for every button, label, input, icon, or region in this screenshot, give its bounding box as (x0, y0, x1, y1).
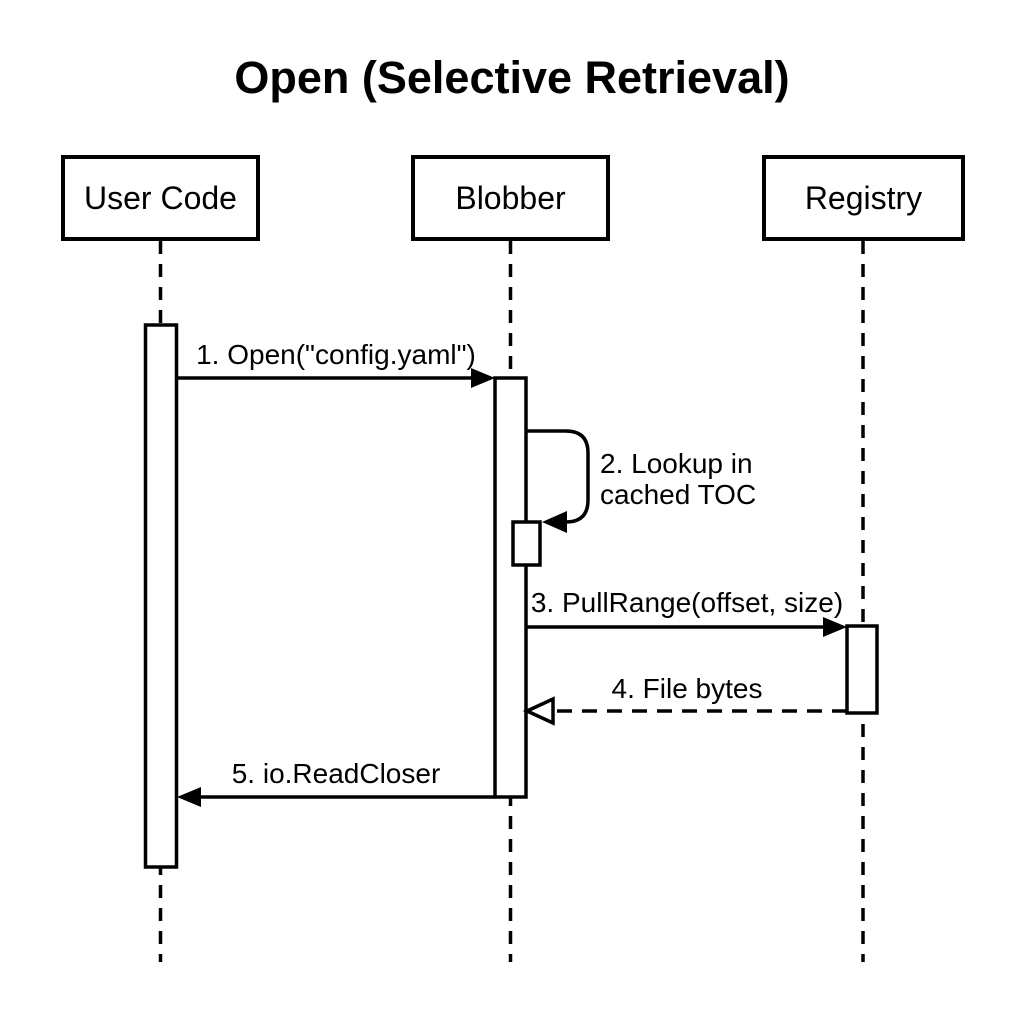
message-2-label: 2. Lookup in cached TOC (600, 448, 756, 510)
participant-label-user-code: User Code (84, 179, 237, 216)
participant-label-registry: Registry (804, 179, 923, 216)
activation-bar-blobber-nested (511, 520, 542, 567)
diagram-title: Open (Selective Retrieval) (234, 52, 790, 103)
message-2-label-line2: cached TOC (600, 479, 757, 510)
activation-bar-user-code (143, 323, 179, 869)
message-4-label: 4. File bytes (611, 673, 763, 704)
message-2-label-line1: 2. Lookup in (600, 448, 753, 479)
activation-bar-registry (845, 624, 879, 715)
participant-box-blobber: Blobber (411, 155, 610, 241)
message-4-open-arrowhead (522, 696, 555, 726)
message-2-arrowhead (542, 511, 567, 533)
participant-label-blobber: Blobber (455, 179, 566, 216)
message-5-arrowhead (177, 787, 201, 807)
participant-box-registry: Registry (762, 155, 965, 241)
activation-bar-blobber (493, 376, 528, 799)
participant-box-user-code: User Code (61, 155, 260, 241)
message-1-arrowhead (471, 368, 495, 388)
message-1-label: 1. Open("config.yaml") (196, 339, 476, 370)
message-3-arrowhead (823, 617, 847, 637)
message-3-label: 3. PullRange(offset, size) (530, 587, 844, 618)
message-5-label: 5. io.ReadCloser (231, 758, 441, 789)
message-2-self-loop-line (527, 429, 590, 524)
